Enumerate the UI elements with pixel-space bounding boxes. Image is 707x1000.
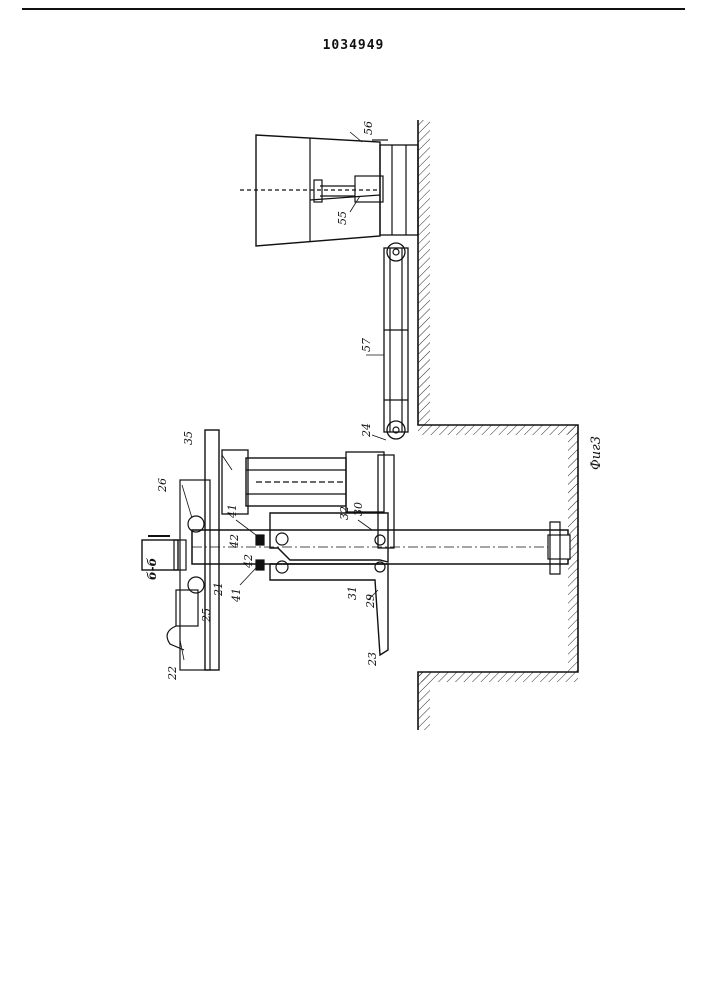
carriage-arms [270, 455, 394, 655]
label-42b: 42 [242, 554, 255, 569]
figure-label: Фиг3 [589, 436, 604, 470]
label-57: 57 [360, 338, 373, 352]
label-55: 55 [336, 211, 349, 225]
label-26: 26 [156, 478, 169, 493]
hopper-56 [240, 135, 418, 246]
label-25: 25 [200, 608, 213, 623]
label-35: 35 [182, 431, 195, 445]
label-24: 24 [360, 423, 373, 438]
label-42a: 42 [228, 534, 241, 549]
section-label: б-б [145, 557, 159, 580]
label-32: 32 [338, 506, 351, 520]
label-41a: 41 [226, 504, 239, 519]
label-29: 29 [364, 594, 377, 609]
callout-labels: 56 55 57 24 35 26 41 42 42 41 21 25 32 3… [145, 121, 604, 681]
label-30: 30 [352, 502, 365, 516]
label-41b: 41 [230, 588, 243, 603]
label-22: 22 [166, 666, 179, 681]
label-23: 23 [366, 652, 379, 667]
label-31: 31 [346, 586, 359, 600]
top-head [142, 430, 219, 670]
label-21: 21 [212, 582, 225, 597]
ground-profile [418, 120, 578, 730]
stops-41-42 [256, 535, 264, 570]
label-56: 56 [362, 121, 375, 135]
conveyor-57 [384, 243, 408, 439]
leaders [180, 132, 386, 660]
